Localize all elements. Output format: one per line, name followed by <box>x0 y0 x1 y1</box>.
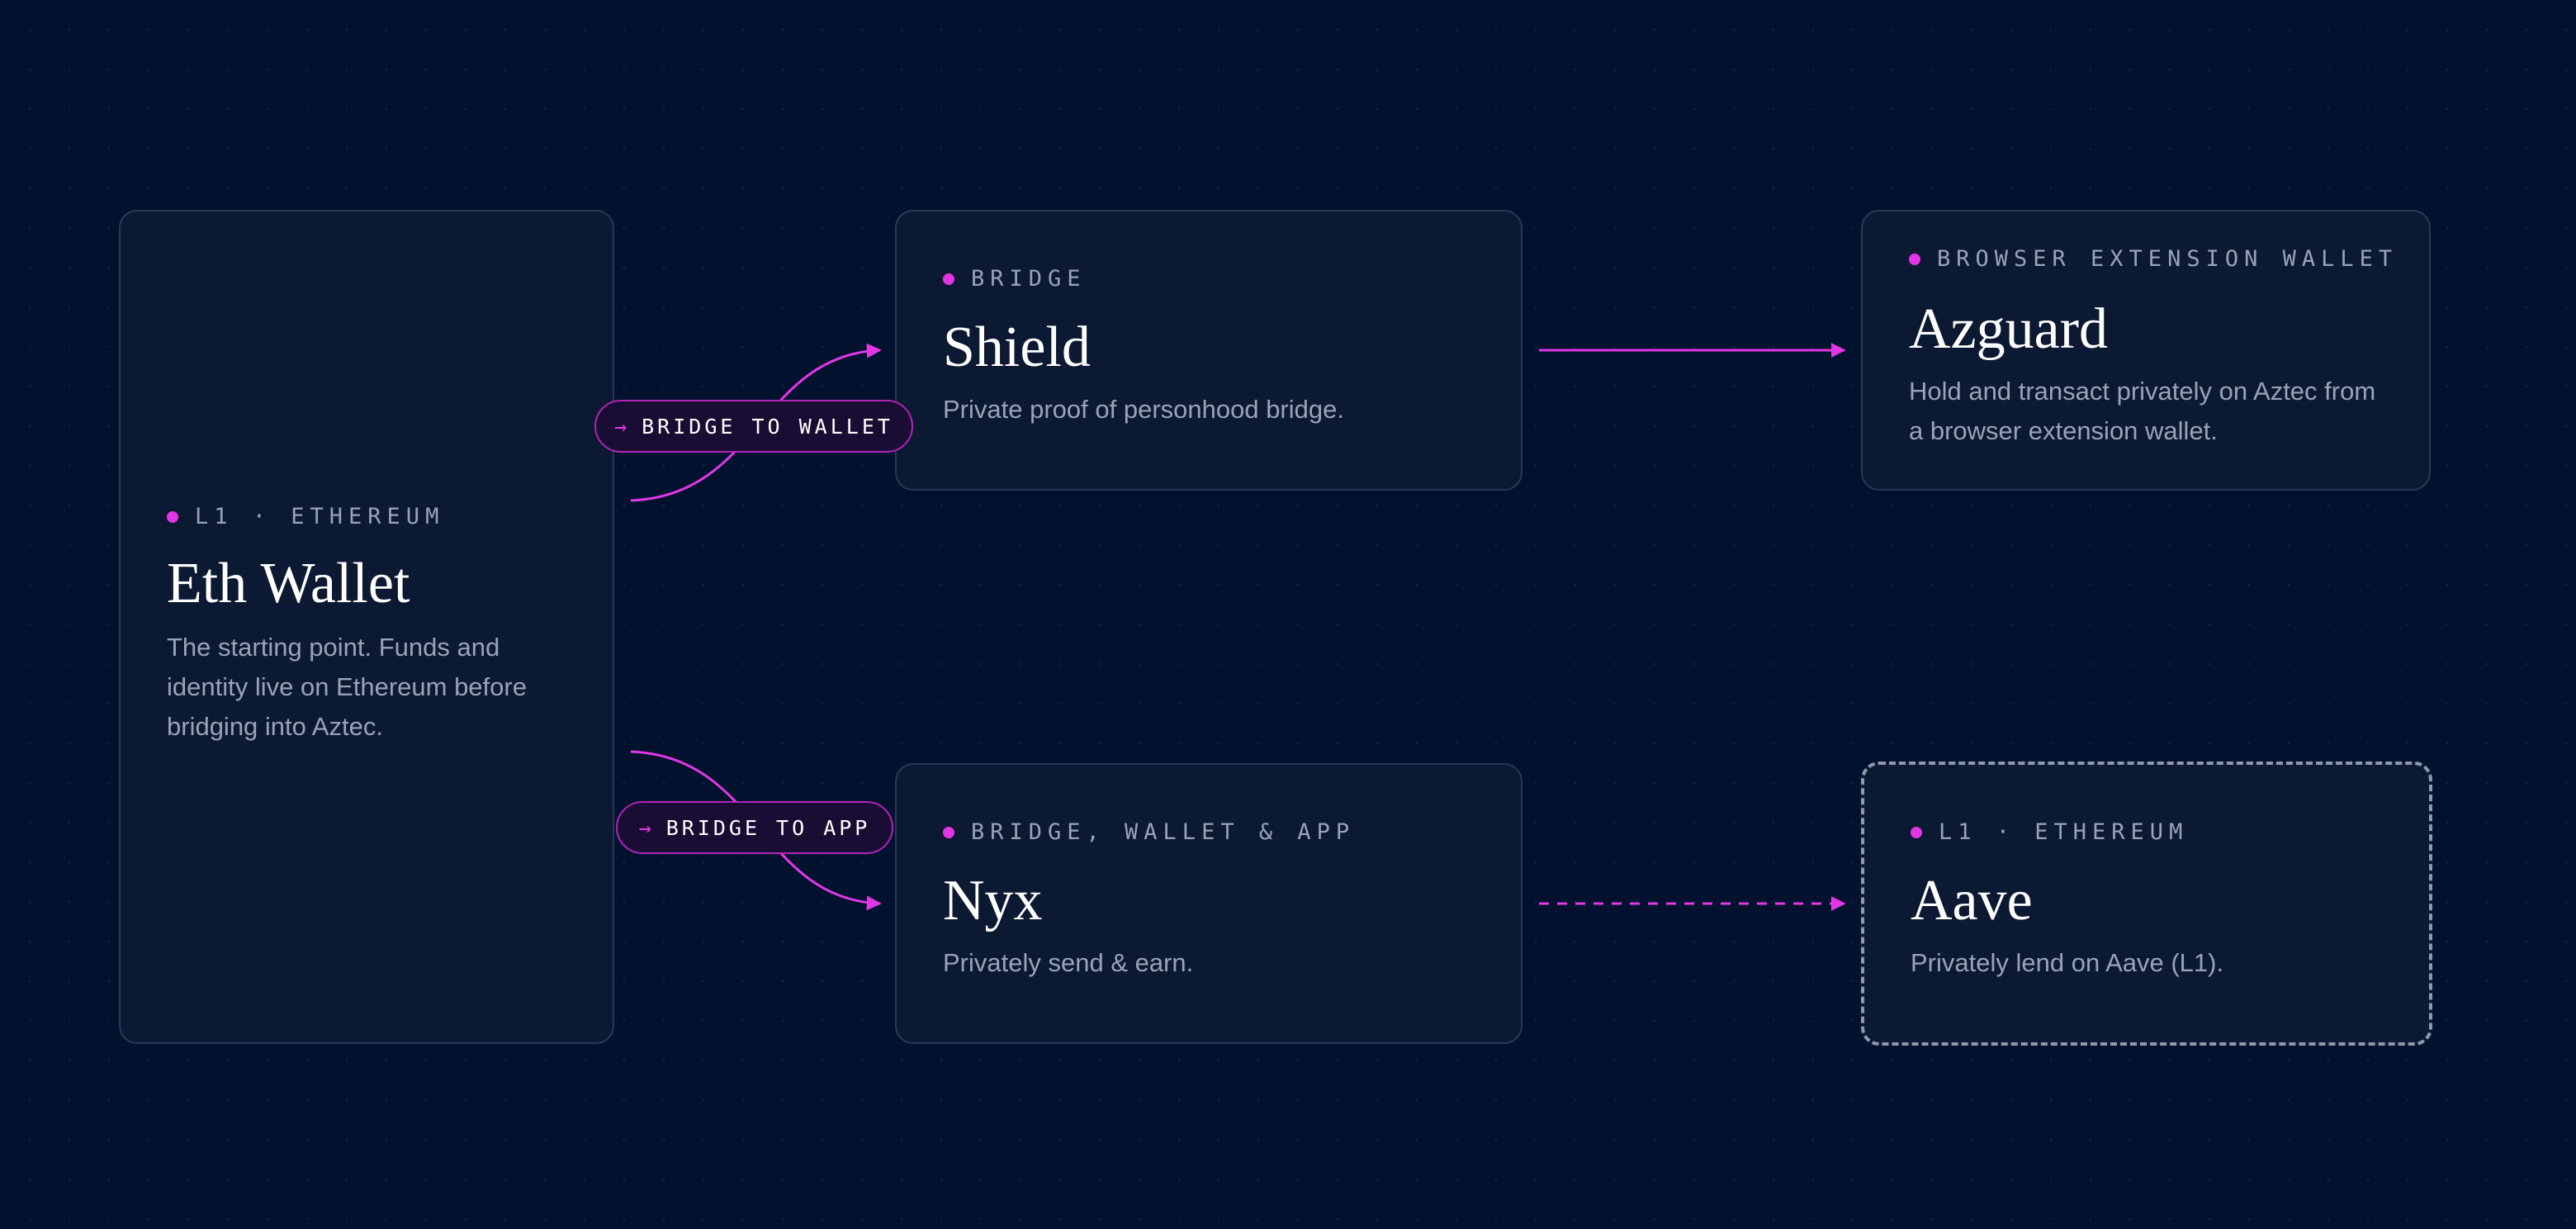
accent-dot-icon <box>167 510 178 523</box>
node-eth-wallet: L1 · ETHEREUM Eth Wallet The starting po… <box>119 210 614 1044</box>
node-title: Shield <box>943 316 1091 379</box>
arrow-right-icon: → <box>614 414 627 439</box>
accent-dot-icon <box>943 273 954 285</box>
node-tag: L1 · ETHEREUM <box>167 504 444 529</box>
node-tag-label: L1 · ETHEREUM <box>1939 819 2189 845</box>
node-tag: BRIDGE <box>943 266 1087 292</box>
node-aave: L1 · ETHEREUM Aave Privately lend on Aav… <box>1861 762 2432 1046</box>
node-azguard: BROWSER EXTENSION WALLET Azguard Hold an… <box>1861 210 2431 491</box>
node-title: Aave <box>1911 869 2033 932</box>
node-title: Azguard <box>1909 297 2109 361</box>
arrow-right-icon: → <box>638 815 651 840</box>
node-tag: BROWSER EXTENSION WALLET <box>1909 246 2398 272</box>
node-nyx: BRIDGE, WALLET & APP Nyx Privately send … <box>895 763 1522 1044</box>
accent-dot-icon <box>1909 253 1920 265</box>
node-tag-label: BRIDGE, WALLET & APP <box>971 819 1356 845</box>
node-tag-label: L1 · ETHEREUM <box>195 504 445 529</box>
node-tag-label: BROWSER EXTENSION WALLET <box>1937 246 2398 272</box>
node-description: Private proof of personhood bridge. <box>943 395 1344 424</box>
node-description: Hold and transact privately on Aztec fro… <box>1909 377 2376 445</box>
node-title: Nyx <box>943 869 1043 932</box>
node-title: Eth Wallet <box>167 552 410 615</box>
edge-label-bridge-to-wallet: → BRIDGE TO WALLET <box>594 400 913 453</box>
accent-dot-icon <box>1911 826 1922 838</box>
accent-dot-icon <box>943 826 954 838</box>
edge-label-text: BRIDGE TO APP <box>665 815 871 840</box>
node-description: The starting point. Funds and identity l… <box>167 633 527 741</box>
edge-label-bridge-to-app: → BRIDGE TO APP <box>616 801 893 854</box>
node-description: Privately send & earn. <box>943 948 1194 977</box>
node-shield: BRIDGE Shield Private proof of personhoo… <box>895 210 1522 491</box>
node-description: Privately lend on Aave (L1). <box>1911 948 2224 977</box>
edge-label-text: BRIDGE TO WALLET <box>642 414 893 439</box>
node-tag: L1 · ETHEREUM <box>1911 819 2188 845</box>
node-tag: BRIDGE, WALLET & APP <box>943 819 1355 845</box>
node-tag-label: BRIDGE <box>971 266 1087 292</box>
